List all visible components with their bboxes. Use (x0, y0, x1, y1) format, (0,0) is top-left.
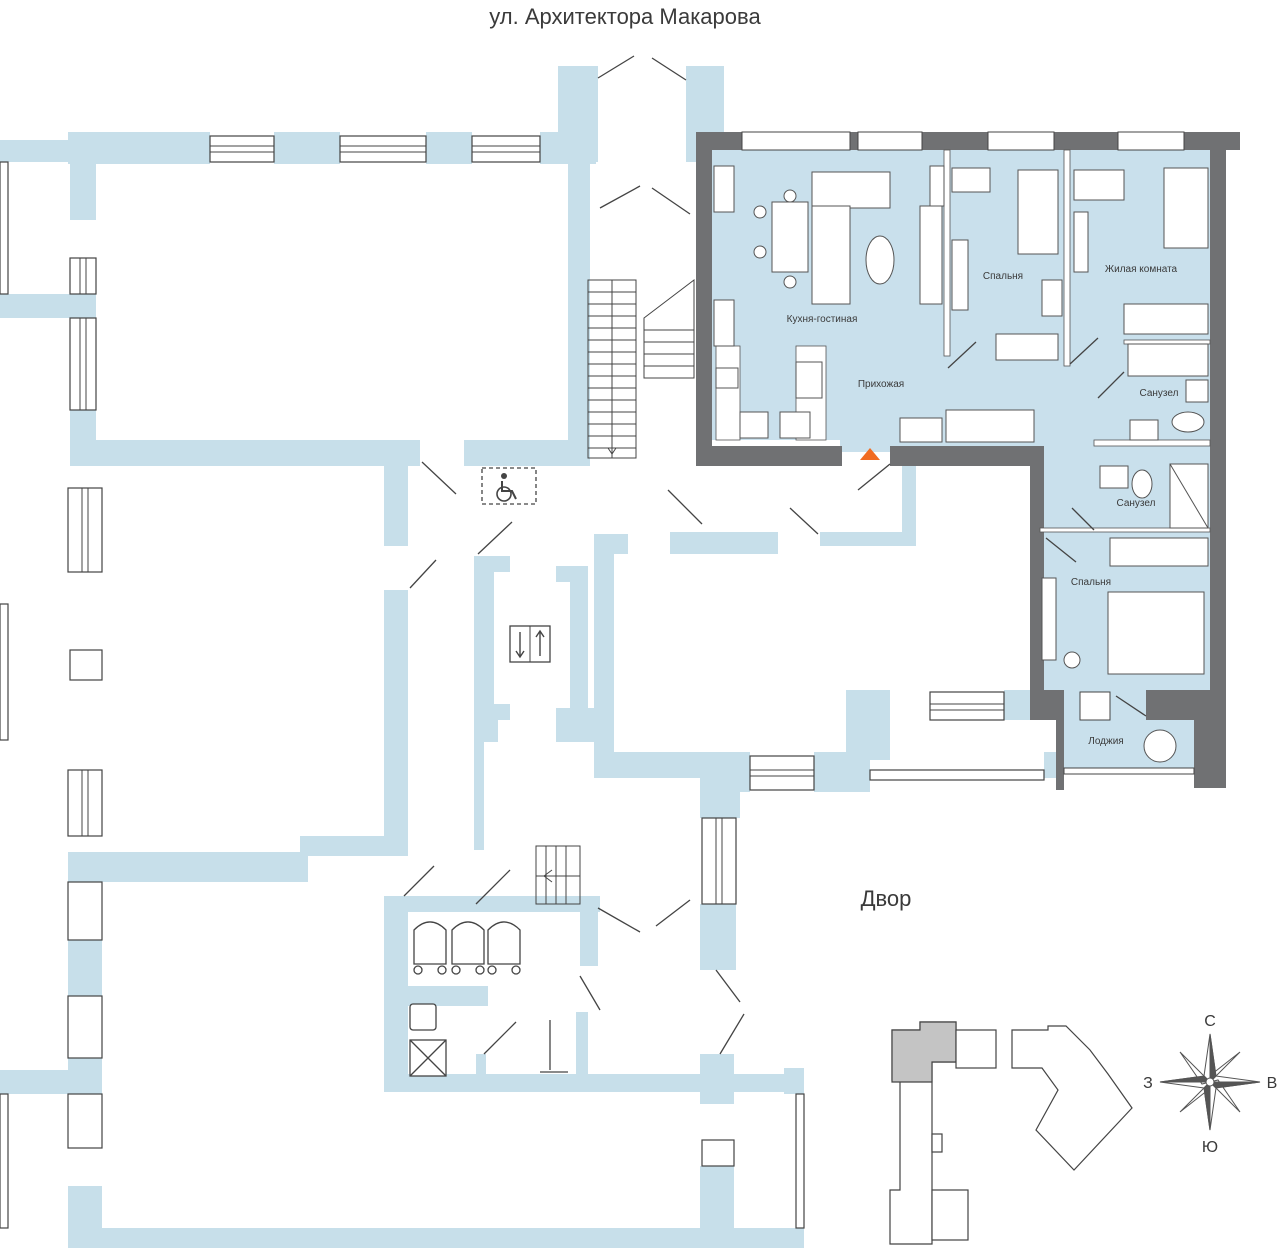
elevator-icon (509, 625, 551, 663)
compass-east: В (1267, 1075, 1278, 1092)
room-label-kitchen-living: Кухня-гостиная (787, 314, 858, 325)
staircase-bottom (535, 845, 581, 905)
apartment (696, 131, 1240, 790)
compass-west: З (1143, 1075, 1153, 1092)
yard-label: Двор (861, 886, 912, 911)
window-lines (79, 145, 1004, 904)
room-label-bedroom-2: Спальня (1071, 577, 1111, 588)
street-label: ул. Архитектора Макарова (489, 4, 761, 29)
furniture (713, 165, 1209, 763)
door-lines (403, 55, 819, 1055)
room-label-bathroom-1: Санузел (1140, 388, 1179, 399)
site-plan (889, 1021, 1133, 1245)
staircase-top (587, 278, 695, 459)
building-walls (0, 66, 1058, 1248)
compass-north: С (1204, 1013, 1216, 1030)
room-label-bathroom-2: Санузел (1117, 498, 1156, 509)
wheelchair-icon (481, 467, 537, 505)
compass-south: Ю (1202, 1139, 1218, 1156)
compass-rose-icon (1159, 1033, 1261, 1131)
entrance-marker-icon (860, 448, 880, 460)
apartment-walls (696, 132, 1240, 790)
windows (0, 135, 1045, 1229)
room-label-bedroom-1: Спальня (983, 271, 1023, 282)
room-label-hallway: Прихожая (858, 379, 904, 390)
stroller-storage (409, 921, 568, 1077)
room-label-loggia: Лоджия (1088, 736, 1123, 747)
room-label-living-room: Жилая комната (1105, 264, 1178, 275)
